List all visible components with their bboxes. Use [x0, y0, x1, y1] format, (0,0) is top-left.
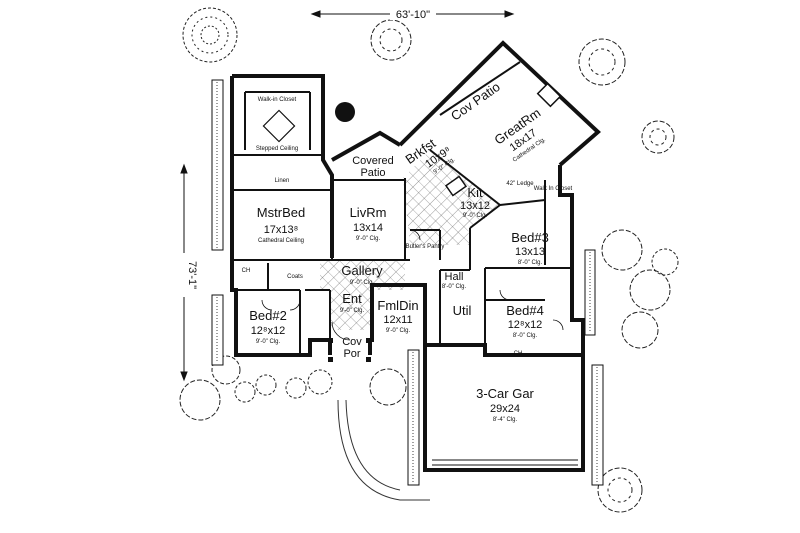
door-swings — [261, 229, 564, 341]
small-label-stepped-ceiling: Stepped Ceiling — [256, 146, 298, 152]
room-note-bed2: 9'-0" Clg. — [256, 339, 281, 345]
exterior-walls — [230, 40, 601, 472]
room-size-bed3: 13x13 — [515, 246, 545, 258]
tree-icon — [601, 229, 679, 349]
tree-icon — [182, 7, 238, 63]
room-size-mstr-bed: 17x13⁸ — [264, 224, 299, 236]
room-size-bed4: 12⁸x12 — [508, 319, 543, 331]
room-label-covered-patio-2: Patio — [360, 167, 385, 179]
room-label-liv-rm: LivRm — [350, 205, 387, 220]
room-size-garage: 29x24 — [490, 403, 520, 415]
interior-walls — [232, 61, 572, 355]
depth-dimension-label: 73'-1" — [186, 261, 198, 289]
small-label-ch-1: CH — [242, 268, 251, 274]
columns — [328, 338, 371, 362]
tree-icon — [369, 368, 407, 406]
room-label-gallery: Gallery — [341, 263, 383, 278]
room-note-kit: 9'-0" Clg. — [463, 213, 488, 219]
width-dimension-label: 63'-10" — [396, 9, 430, 21]
room-label-bed3: Bed#3 — [511, 230, 549, 245]
shrub-icon — [335, 102, 355, 122]
room-label-bed4: Bed#4 — [506, 303, 544, 318]
fireplace-icon — [536, 82, 562, 108]
hedges — [211, 79, 604, 486]
tub-icon — [262, 109, 296, 143]
room-label-hall: Hall — [445, 271, 464, 283]
driveway — [337, 399, 430, 501]
small-label-walk-in-closet-side: Walk In Closet — [534, 186, 573, 192]
small-label-linen: Linen — [275, 178, 290, 184]
room-note-mstr-bed: Cathedral Ceiling — [258, 238, 304, 244]
room-label-mstr-bed: MstrBed — [257, 205, 305, 220]
room-note-bed4: 8'-0" Clg. — [513, 333, 538, 339]
tree-icon — [179, 355, 333, 421]
room-size-kit: 13x12 — [460, 200, 490, 212]
room-label-covered-patio: Covered — [352, 155, 394, 167]
landscaping — [179, 7, 679, 513]
small-label-ch-2: CH — [514, 351, 523, 357]
room-label-kit: Kit — [467, 185, 483, 200]
room-label-fml-din: FmlDin — [377, 298, 418, 313]
room-label-garage: 3-Car Gar — [476, 386, 534, 401]
tree-icon — [370, 19, 412, 61]
room-note-ent: 9'-0" Clg. — [340, 308, 365, 314]
room-note-bed3: 8'-0" Clg. — [518, 260, 543, 266]
tree-icon — [597, 467, 643, 513]
room-size-fml-din: 12x11 — [383, 314, 412, 326]
room-label-cov-por: Cov — [342, 336, 362, 348]
small-label-walk-in-closet: Walk-in Closet — [258, 97, 297, 103]
tree-icon — [578, 38, 626, 86]
kitchen-island — [444, 175, 468, 197]
tree-icon — [641, 120, 675, 154]
room-note-hall: 8'-0" Clg. — [442, 284, 467, 290]
room-note-liv-rm: 9'-0" Clg. — [356, 236, 381, 242]
room-label-cov-patio: Cov Patio — [448, 79, 503, 124]
room-size-liv-rm: 13x14 — [353, 222, 383, 234]
room-note-garage: 8'-4" Clg. — [493, 417, 518, 423]
room-label-bed2: Bed#2 — [249, 308, 287, 323]
entry-floor-tile — [330, 290, 370, 330]
garage-door — [432, 459, 578, 466]
room-label-ent: Ent — [342, 291, 362, 306]
room-size-bed2: 12⁸x12 — [251, 325, 286, 337]
room-note-gallery: 9'-0" Clg. — [350, 280, 375, 286]
room-note-fml-din: 9'-0" Clg. — [386, 328, 411, 334]
room-label-util: Util — [453, 303, 472, 318]
small-label-coats: Coats — [287, 274, 303, 280]
kitchen-floor-tile — [403, 150, 500, 245]
room-label-cov-por-2: Por — [343, 348, 360, 360]
small-label-butlers-pantry: Butler's Pantry — [406, 244, 445, 250]
small-label-ledge: 42" Ledge — [506, 181, 534, 187]
